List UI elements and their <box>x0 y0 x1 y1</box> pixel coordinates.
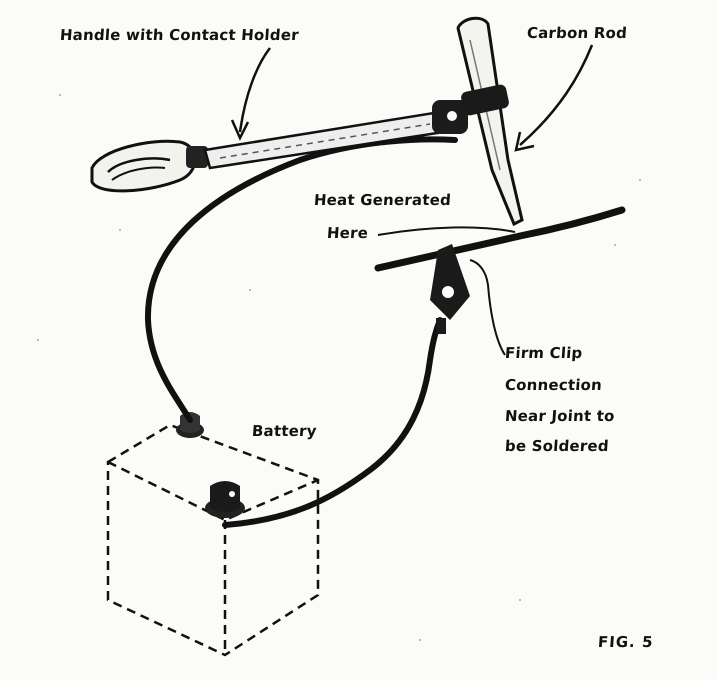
firm-clip <box>430 244 470 334</box>
work-wire <box>374 206 626 272</box>
battery-terminal-positive <box>205 481 245 518</box>
handle <box>90 100 468 193</box>
paper-specks <box>37 94 641 641</box>
leader-clip <box>469 259 506 356</box>
cable-to-handle <box>144 136 458 423</box>
label-clip-line2: Connection <box>504 376 603 394</box>
leader-handle <box>230 47 271 141</box>
label-battery: Battery <box>251 422 318 440</box>
label-handle: Handle with Contact Holder <box>59 26 300 44</box>
label-heat-line1: Heat Generated <box>313 191 452 209</box>
cable-to-clip <box>222 317 443 528</box>
figure-number: FIG. 5 <box>597 633 655 651</box>
label-clip-line4: be Soldered <box>504 437 610 455</box>
label-carbon-rod: Carbon Rod <box>526 24 628 42</box>
battery-box <box>106 423 320 657</box>
leader-carbon-rod <box>514 44 594 152</box>
leader-heat <box>377 226 516 236</box>
label-heat-line2: Here <box>326 224 369 242</box>
carbon-rod <box>456 16 524 227</box>
label-clip-line1: Firm Clip <box>504 344 584 362</box>
label-clip-line3: Near Joint to <box>504 407 616 425</box>
